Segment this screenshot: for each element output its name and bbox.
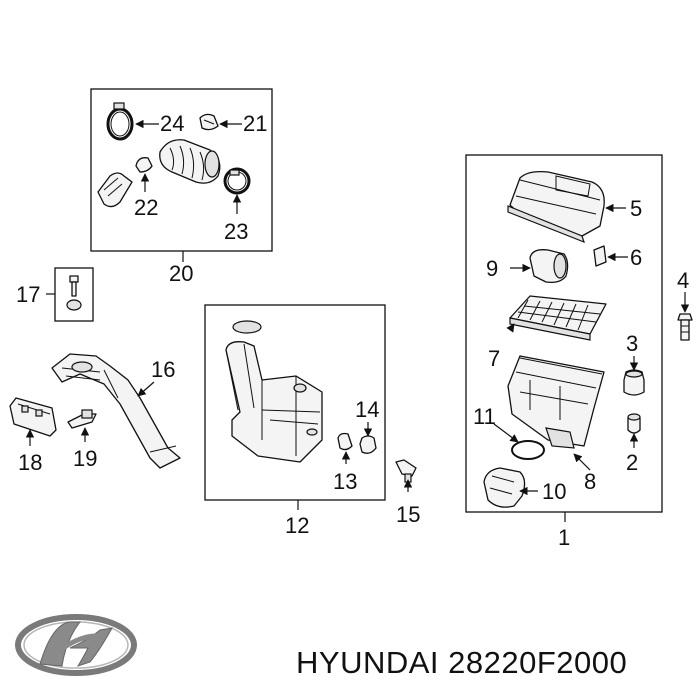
part-10-duct [483, 467, 526, 508]
part-5-cleaner-cover [507, 170, 605, 244]
part-19-bolt: 19 [67, 409, 97, 471]
callout-8: 8 [584, 469, 596, 494]
part-24-hose-clamp [106, 102, 134, 141]
part-7-filter-element [509, 295, 607, 341]
part-3-mount-rubber: 3 [623, 331, 645, 396]
callout-22: 22 [134, 195, 158, 220]
callout-7: 7 [488, 346, 500, 371]
callout-2: 2 [626, 450, 638, 475]
intake-hose-body [159, 139, 221, 184]
callout-6: 6 [630, 245, 642, 270]
group-label-1: 1 [558, 525, 570, 550]
part-15-bolt: 15 [395, 459, 420, 527]
group-label-12: 12 [285, 513, 309, 538]
part-9-airflow-sensor [529, 249, 569, 284]
callout-19: 19 [73, 446, 97, 471]
callout-4: 4 [677, 268, 689, 293]
group-1-frame [465, 154, 663, 513]
group-label-20: 20 [169, 261, 193, 286]
callout-16: 16 [151, 357, 175, 382]
callout-10: 10 [542, 479, 566, 504]
part-14-insulator: 14 [355, 397, 379, 454]
callout-15: 15 [396, 502, 420, 527]
part-4-bolt: 4 [677, 268, 693, 341]
part-21-clip [199, 113, 219, 131]
callout-21: 21 [243, 111, 267, 136]
callout-24: 24 [160, 111, 184, 136]
part-number-caption: HYUNDAI 28220F2000 [296, 645, 627, 680]
part-22-grommet [97, 157, 153, 208]
callout-5: 5 [630, 196, 642, 221]
group-12-frame [204, 304, 386, 501]
callout-9: 9 [486, 256, 498, 281]
callout-13: 13 [333, 469, 357, 494]
part-11-seal [511, 440, 545, 460]
hyundai-logo-icon [15, 614, 137, 676]
callout-14: 14 [355, 397, 379, 422]
part-6-clip [593, 245, 607, 267]
callout-17: 17 [16, 282, 40, 307]
part-2-mount-bushing: 2 [626, 413, 641, 475]
group-20-intake-hose: 24 21 22 23 20 [90, 88, 273, 286]
resonator-seal-ring [232, 320, 262, 334]
callout-3: 3 [626, 331, 638, 356]
part-18-bracket: 18 [9, 397, 57, 475]
group-20-frame [90, 88, 273, 252]
part-8-lower-housing [507, 355, 605, 449]
resonator-body [225, 341, 323, 463]
part-17-bolt-set: 17 [16, 267, 94, 322]
part-16-intake-duct: 16 [51, 353, 181, 469]
callout-18: 18 [18, 450, 42, 475]
group-12-resonator: 13 14 12 [204, 304, 386, 538]
callout-23: 23 [224, 219, 248, 244]
part-13-bushing: 13 [333, 432, 357, 494]
callout-11: 11 [473, 404, 496, 429]
part-23-hose-clamp [223, 167, 251, 195]
group-1-air-cleaner: 5 9 6 7 11 8 10 1 [465, 154, 663, 550]
